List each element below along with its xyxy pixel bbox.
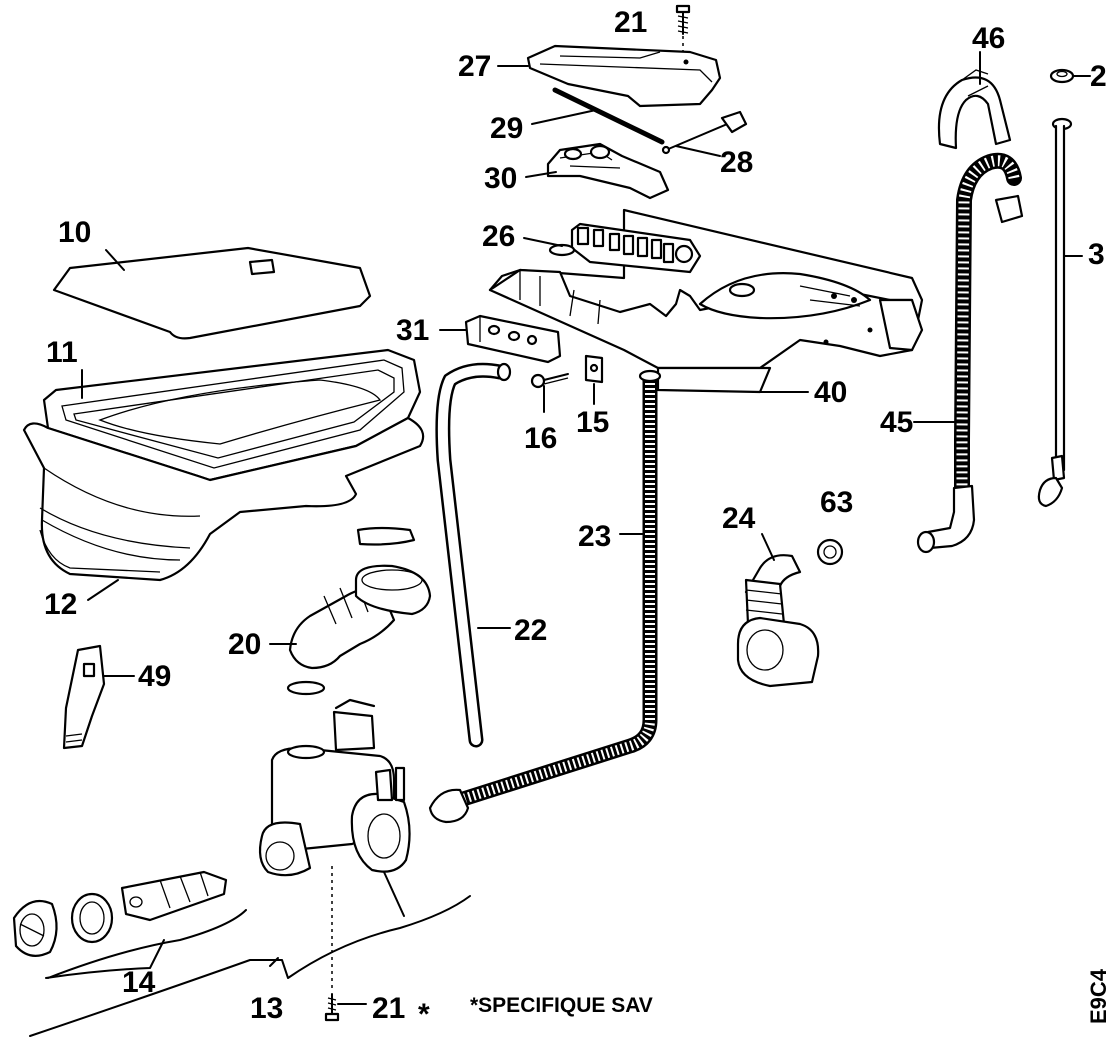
callout-10: 10 [58,216,91,249]
callout-21-bottom: 21 [372,992,405,1025]
part-49-brush [62,644,135,750]
part-28-pin [661,110,748,157]
callout-2: 2 [1090,60,1107,93]
callout-21: 21 [614,6,647,39]
callout-40: 40 [814,376,847,409]
part-45-drain-hose [913,152,1024,554]
part-30-bracket [525,142,670,200]
service-note: *SPECIFIQUE SAV [470,994,653,1017]
callout-23: 23 [578,520,611,553]
part-13-bracket [29,895,471,1037]
part-23-corrugated-hose [428,369,662,824]
callout-26: 26 [482,220,515,253]
callout-3: 3 [1088,238,1105,271]
part-2-ring [1049,68,1091,84]
part-16-screw [530,373,569,413]
part-10-lid [52,246,372,340]
part-21-screw-bottom [324,866,367,1022]
callout-20: 20 [228,628,261,661]
part-29-rod [531,87,665,145]
callout-28: 28 [720,146,753,179]
part-22-hose [435,362,512,748]
callout-11: 11 [46,336,78,369]
diagram-code: E9C4 [1086,968,1111,1024]
callout-13: 13 [250,992,283,1025]
callout-22: 22 [514,614,547,647]
callout-16: 16 [524,422,557,455]
callout-15: 15 [576,406,609,439]
callout-24: 24 [722,502,756,535]
part-20-sump-hose [269,526,432,696]
callout-63: 63 [820,486,853,519]
part-27-top-cover [497,44,722,108]
part-40-control-panel-base [488,208,924,394]
part-24-sump-elbow [736,533,820,688]
callout-49: 49 [138,660,171,693]
callout-31: 31 [396,314,429,347]
part-15-clip [584,354,604,405]
asterisk-mark: * [418,998,430,1031]
callout-12: 12 [44,588,77,621]
callout-14: 14 [122,966,156,999]
callout-30: 30 [484,162,517,195]
part-63-plug [816,538,844,566]
callout-27: 27 [458,50,491,83]
callout-45: 45 [880,406,913,439]
part-26-switch-block [523,222,702,274]
part-14-filter-set [12,870,247,979]
part-46-hose-bend [937,51,1012,150]
callout-46: 46 [972,22,1005,55]
part-21-screw-top [675,4,691,58]
callout-29: 29 [490,112,523,145]
part-12-tub-gasket [22,416,425,601]
part-13-pump-housing [258,698,411,917]
part-31-switch-plate [439,314,562,364]
part-3-inlet-hose [1037,117,1083,508]
